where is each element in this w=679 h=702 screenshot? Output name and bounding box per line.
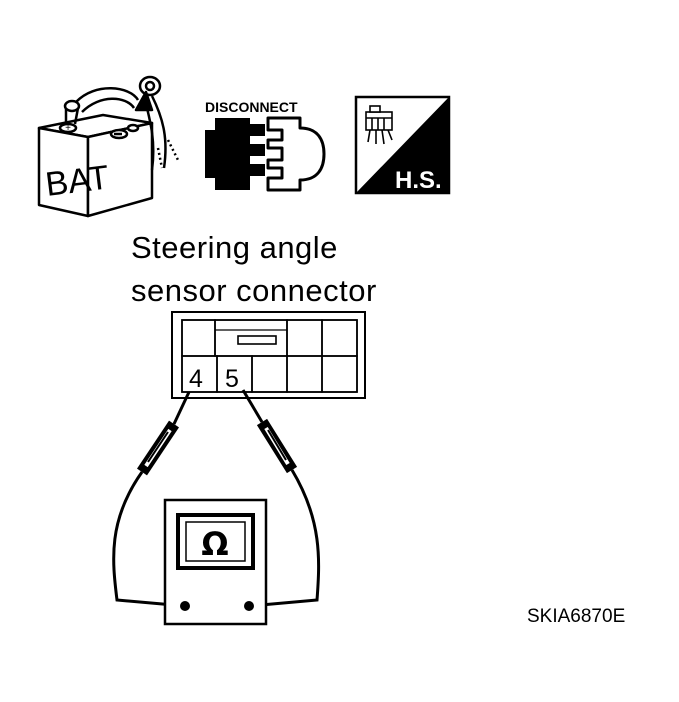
caption-line-2: sensor connector bbox=[131, 273, 377, 308]
sensor-connector bbox=[171, 311, 366, 399]
svg-text:+: + bbox=[65, 123, 71, 134]
battery-label: BAT bbox=[43, 158, 111, 203]
connector-disconnect-icon bbox=[205, 116, 326, 192]
terminal-5-label: 5 bbox=[225, 365, 239, 393]
ohmmeter-icon bbox=[163, 498, 268, 626]
connector-caption: Steering angle sensor connector bbox=[131, 226, 377, 312]
terminal-4-label: 4 bbox=[189, 365, 203, 393]
ohm-symbol: Ω bbox=[201, 525, 228, 563]
probe-lead-right bbox=[241, 389, 321, 608]
caption-line-1: Steering angle bbox=[131, 230, 338, 265]
probe-lead-left bbox=[112, 391, 191, 608]
battery-icon: + bbox=[37, 75, 180, 218]
figure-code: SKIA6870E bbox=[527, 606, 626, 627]
harness-side-label: H.S. bbox=[395, 167, 442, 194]
disconnect-label: DISCONNECT bbox=[205, 99, 298, 115]
harness-side-icon bbox=[354, 95, 451, 195]
